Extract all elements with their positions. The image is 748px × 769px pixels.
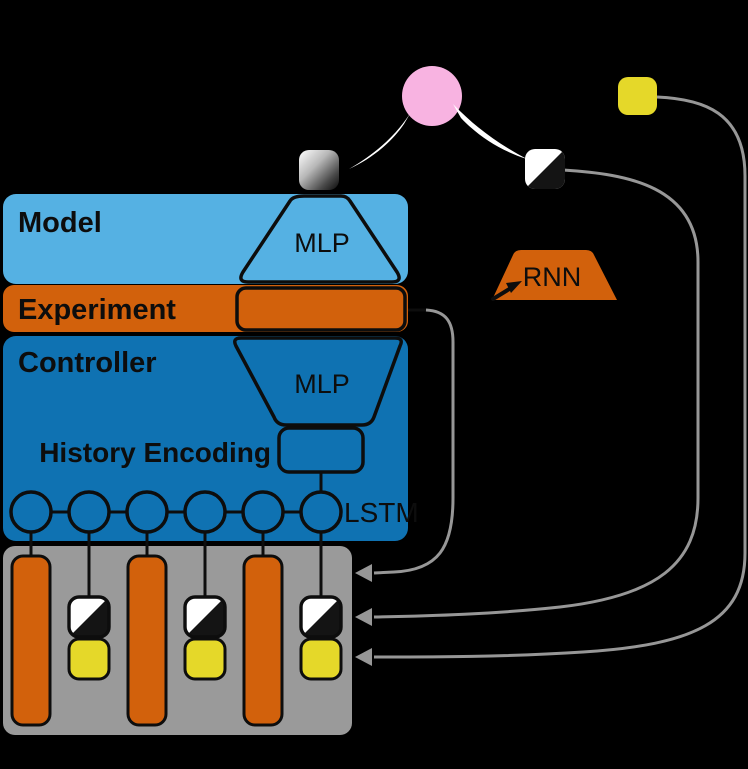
rnn-arrow-shaft (491, 286, 513, 301)
hyperparameter-token-icon-1 (67, 637, 111, 681)
rnn-trapezoid (492, 250, 617, 300)
task-node-icon (402, 66, 462, 126)
controller-label: Controller (18, 347, 157, 379)
parameter-token-icon-3 (301, 597, 341, 637)
lstm-cell-6 (299, 490, 343, 534)
hyperparameter-token-top-icon (618, 77, 657, 115)
controller-mlp-trapezoid (233, 336, 403, 427)
model-mlp-label: MLP (294, 228, 350, 258)
parameter-token-top-icon (525, 149, 565, 189)
rnn-arrowhead-icon (506, 281, 522, 293)
model-label: Model (18, 207, 102, 239)
experiment-interface-box (235, 286, 407, 332)
history-encoding-label: History Encoding (39, 437, 271, 468)
experiment-bar-1 (10, 554, 52, 727)
model-mlp-trapezoid (239, 194, 401, 284)
experiment-buffer-box (3, 546, 352, 735)
experiment-bar-2 (126, 554, 168, 727)
lstm-label: LSTM (344, 497, 419, 528)
parameter-token-icon-1 (69, 597, 109, 637)
experiment-bar-3 (242, 554, 284, 727)
lstm-cell-1 (9, 490, 53, 534)
hyperparameter-feedback-curve (373, 95, 747, 659)
parameter-token-icon-2 (185, 597, 225, 637)
lstm-cell-4 (183, 490, 227, 534)
hyperparameter-token-icon-3 (299, 637, 343, 681)
controller-mlp-label: MLP (294, 369, 350, 399)
experiment-feedback-arrowhead-icon (355, 564, 372, 582)
hyperparameter-feedback-arrowhead-icon (355, 648, 372, 666)
parameter-feedback-arrowhead-icon (355, 608, 372, 626)
lstm-cell-5 (241, 490, 285, 534)
lstm-cell-2 (67, 490, 111, 534)
rnn-label: RNN (523, 262, 582, 292)
lstm-cell-3 (125, 490, 169, 534)
gradient-token-icon (299, 150, 339, 190)
experiment-label: Experiment (18, 294, 176, 326)
hyperparameter-token-icon-2 (183, 637, 227, 681)
experiment-feedback-curve (373, 308, 455, 575)
parameter-feedback-curve (373, 168, 700, 619)
